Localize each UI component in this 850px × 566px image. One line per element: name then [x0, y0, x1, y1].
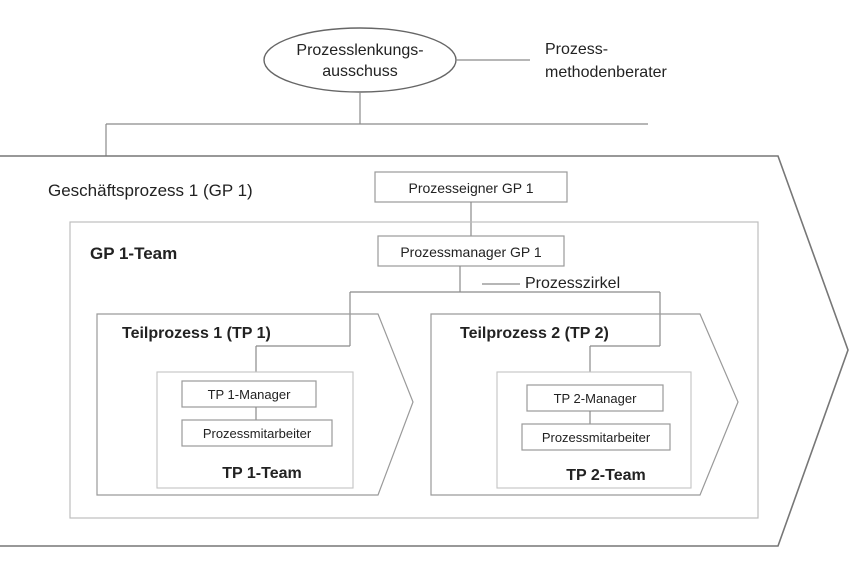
process-owner-box: [374, 171, 568, 203]
subprocess-1-chevron: [96, 313, 414, 496]
advisor-label-1: Prozess-: [545, 41, 608, 58]
process-owner-label: Prozesseigner GP 1: [408, 180, 533, 196]
subprocess-2-chevron: [430, 313, 739, 496]
steering-committee-ellipse: [263, 27, 457, 93]
tp1-manager-label: TP 1-Manager: [208, 387, 292, 402]
tp1-manager-box: [181, 380, 317, 408]
team-box: [69, 221, 759, 519]
subprocess-2-title: Teilprozess 2 (TP 2): [460, 325, 609, 342]
process-circle-label: Prozesszirkel: [525, 275, 620, 292]
business-process-chevron: [0, 155, 849, 547]
tp2-manager-box: [526, 384, 664, 412]
process-manager-box: [377, 235, 565, 267]
team-label: GP 1-Team: [90, 244, 177, 263]
subprocess-2-team-box: [496, 371, 692, 489]
tp1-staff-label: Prozessmitarbeiter: [203, 426, 312, 441]
tp2-staff-box: [521, 423, 671, 451]
tp2-manager-label: TP 2-Manager: [554, 391, 638, 406]
process-manager-label: Prozessmanager GP 1: [400, 244, 542, 260]
business-process-label: Geschäftsprozess 1 (GP 1): [48, 181, 253, 200]
steering-committee-label-1: Prozesslenkungs-: [296, 42, 423, 59]
tp1-staff-box: [181, 419, 333, 447]
tp2-team-label: TP 2-Team: [566, 467, 645, 484]
advisor-label-2: methodenberater: [545, 64, 668, 81]
tp2-staff-label: Prozessmitarbeiter: [542, 430, 651, 445]
subprocess-1-team-box: [156, 371, 354, 489]
steering-committee-label-2: ausschuss: [322, 63, 398, 80]
subprocess-1-title: Teilprozess 1 (TP 1): [122, 325, 271, 342]
tp1-team-label: TP 1-Team: [222, 465, 301, 482]
